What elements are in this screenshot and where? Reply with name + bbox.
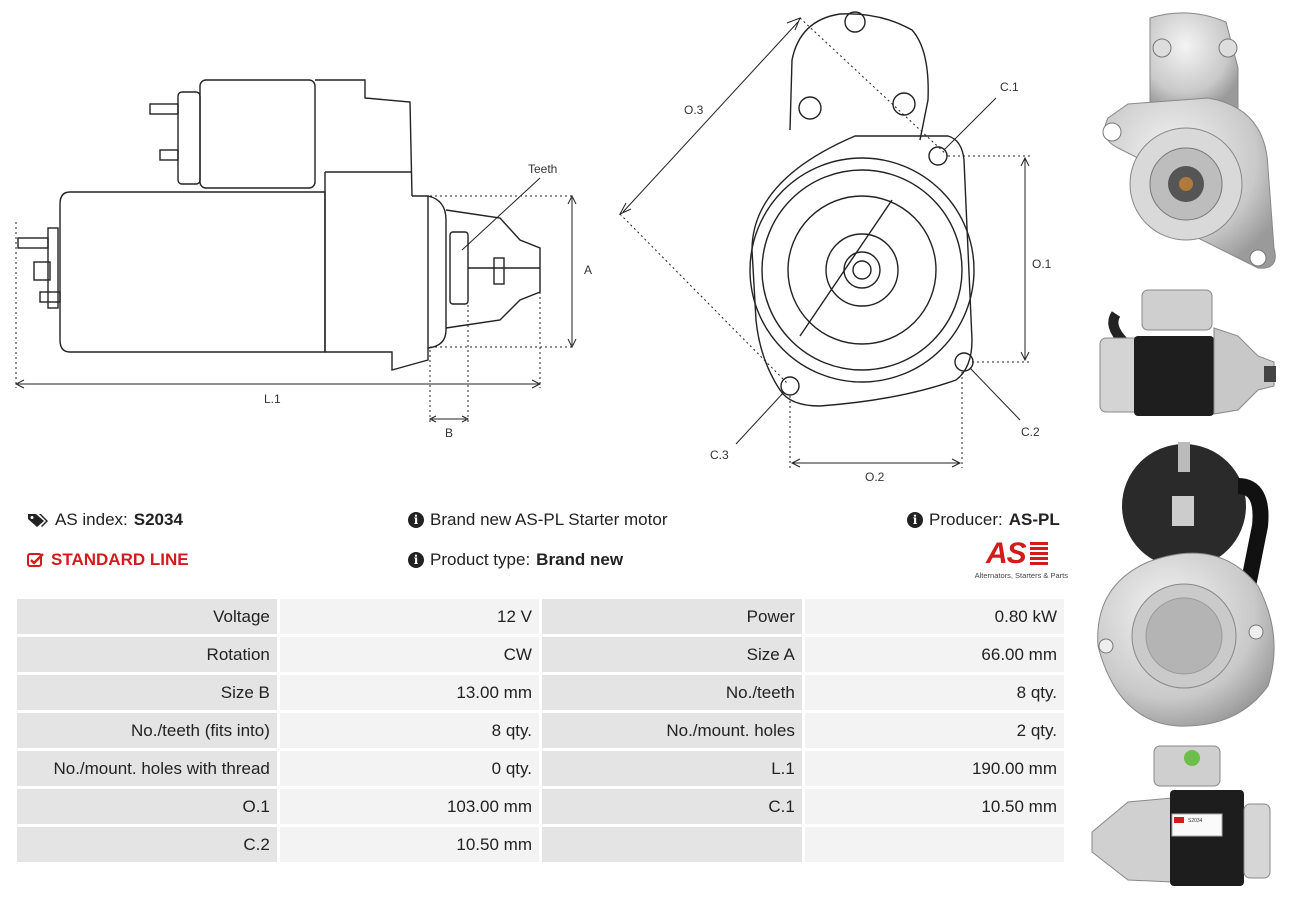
product-photo-labelled: S2034	[1091, 745, 1271, 886]
label-teeth: Teeth	[528, 162, 557, 176]
spec-value: 2 qty.	[804, 713, 1064, 748]
standard-line-badge: STANDARD LINE	[27, 550, 189, 570]
spec-key: Size A	[541, 637, 802, 672]
label-o2: O.2	[865, 470, 885, 484]
label-a: A	[584, 263, 592, 277]
spec-value: 10.50 mm	[804, 789, 1064, 824]
product-type-label: Product type:	[430, 550, 531, 569]
logo-mark: AS	[986, 537, 1027, 570]
front-view-drawing: O.3 C.1 O.1 C.2 C.3 O.2	[618, 11, 1052, 484]
spec-key: Rotation	[17, 637, 277, 672]
label-l1: L.1	[264, 392, 281, 406]
spec-key: No./teeth (fits into)	[17, 713, 277, 748]
spec-key	[541, 827, 802, 862]
spec-key: Voltage	[17, 599, 277, 634]
label-c2: C.2	[1021, 425, 1040, 439]
spec-key: L.1	[541, 751, 802, 786]
spec-value: CW	[279, 637, 539, 672]
spec-value	[804, 827, 1064, 862]
logo-tagline: Alternators, Starters & Parts	[974, 571, 1068, 580]
producer: i Producer: AS-PL	[907, 510, 1060, 530]
spec-key: No./mount. holes	[541, 713, 802, 748]
tags-icon	[27, 512, 49, 528]
spec-key: O.1	[17, 789, 277, 824]
description: i Brand new AS-PL Starter motor	[408, 510, 667, 530]
as-pl-logo: AS Alternators, Starters & Parts	[964, 538, 1068, 584]
as-index: AS index: S2034	[27, 510, 183, 530]
label-c3: C.3	[710, 448, 729, 462]
product-photo-front	[1102, 12, 1276, 269]
label-o1: O.1	[1032, 257, 1052, 271]
table-row: No./teeth (fits into)8 qty.No./mount. ho…	[17, 713, 1064, 748]
side-view-drawing: Teeth A L.1 B	[14, 79, 592, 440]
spec-key: Size B	[17, 675, 277, 710]
spec-key: C.1	[541, 789, 802, 824]
description-text: Brand new AS-PL Starter motor	[430, 510, 668, 529]
product-type: i Product type: Brand new	[408, 550, 623, 570]
spec-value: 8 qty.	[804, 675, 1064, 710]
spec-value: 13.00 mm	[279, 675, 539, 710]
checkbox-icon	[27, 552, 45, 568]
spec-value: 0.80 kW	[804, 599, 1064, 634]
info-icon: i	[907, 512, 923, 528]
label-o3: O.3	[684, 103, 704, 117]
spec-key: C.2	[17, 827, 277, 862]
label-b: B	[445, 426, 453, 440]
spec-value: 66.00 mm	[804, 637, 1064, 672]
spec-value: 10.50 mm	[279, 827, 539, 862]
producer-value: AS-PL	[1008, 510, 1060, 529]
product-type-value: Brand new	[536, 550, 624, 569]
spec-value: 12 V	[279, 599, 539, 634]
info-icon: i	[408, 552, 424, 568]
product-photo-side	[1099, 289, 1276, 416]
info-icon: i	[408, 512, 424, 528]
label-c1: C.1	[1000, 80, 1019, 94]
spec-value: 8 qty.	[279, 713, 539, 748]
as-index-label: AS index:	[55, 510, 128, 529]
standard-line-text: STANDARD LINE	[51, 550, 189, 569]
as-index-value: S2034	[133, 510, 183, 529]
spec-key: Power	[541, 599, 802, 634]
spec-key: No./teeth	[541, 675, 802, 710]
spec-value: 190.00 mm	[804, 751, 1064, 786]
product-photo-rear	[1097, 442, 1275, 727]
photo-sticker-text: S2034	[1188, 818, 1203, 824]
spec-value: 0 qty.	[279, 751, 539, 786]
spec-key: No./mount. holes with thread	[17, 751, 277, 786]
spec-value: 103.00 mm	[279, 789, 539, 824]
producer-label: Producer:	[929, 510, 1003, 529]
